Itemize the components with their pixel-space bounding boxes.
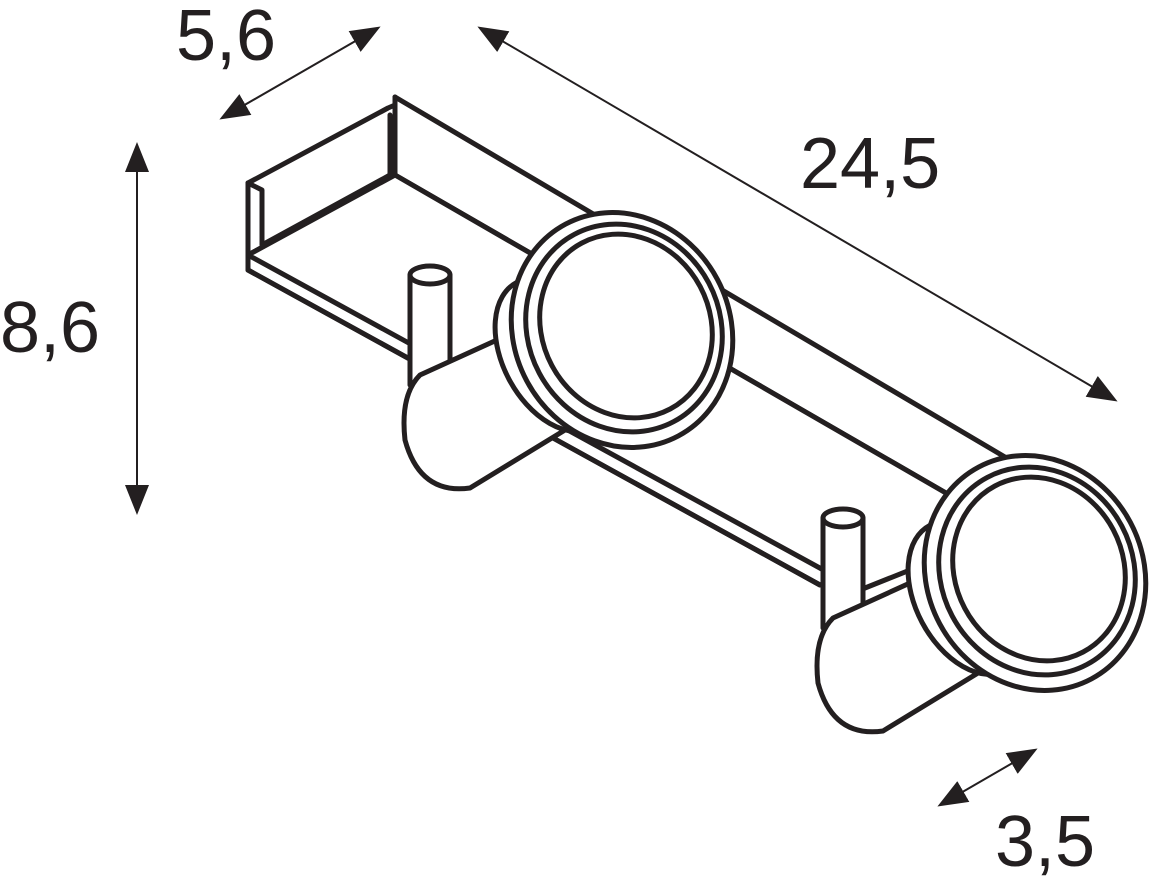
height-label: 8,6: [0, 288, 100, 368]
depth-label: 5,6: [176, 0, 276, 76]
spotlight-1: [401, 210, 736, 492]
spotlight-2: [814, 453, 1149, 735]
spot-diameter-label: 3,5: [995, 802, 1095, 879]
length-label: 24,5: [800, 124, 940, 204]
spot-diameter-dimension-arrow: [937, 748, 1038, 807]
depth-dimension-arrow: [219, 26, 381, 120]
length-dimension-arrow: [477, 26, 1118, 402]
